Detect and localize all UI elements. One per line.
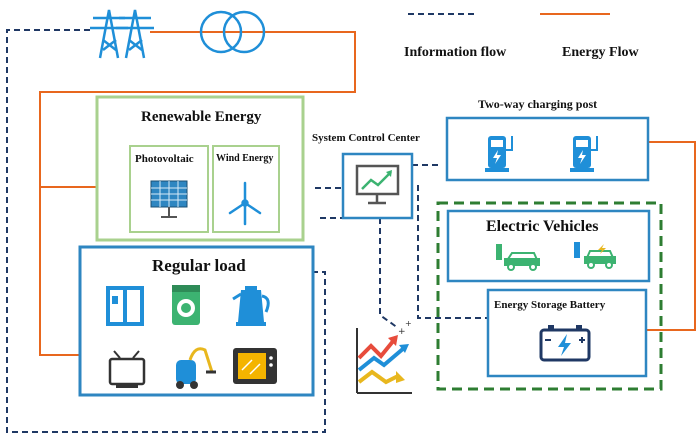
charging-post-title: Two-way charging post bbox=[478, 97, 598, 111]
legend-energy-flow: Energy Flow bbox=[562, 45, 639, 60]
battery-icon bbox=[539, 325, 591, 362]
wind-energy-label: Wind Energy bbox=[216, 153, 274, 164]
energy-flow-lines bbox=[39, 13, 696, 356]
energy-storage-title: Energy Storage Battery bbox=[494, 299, 606, 311]
transformer-icon bbox=[199, 10, 266, 54]
svg-text:+: + bbox=[405, 319, 412, 328]
regular-load-box bbox=[78, 245, 315, 397]
wind-energy-box bbox=[212, 145, 280, 233]
control-center-title: System Control Center bbox=[312, 132, 420, 144]
legend-information-flow: Information flow bbox=[404, 45, 507, 60]
ev-storage-group bbox=[436, 201, 663, 391]
electric-vehicles-title: Electric Vehicles bbox=[486, 218, 599, 235]
wind-turbine-icon bbox=[228, 181, 262, 226]
ev-charging-icon bbox=[574, 242, 616, 269]
info-flow-lines bbox=[6, 13, 488, 433]
svg-text:+: + bbox=[398, 327, 406, 337]
charging-station-icon bbox=[570, 136, 598, 172]
regular-load-title: Regular load bbox=[152, 256, 246, 275]
charging-station-icon bbox=[485, 136, 513, 172]
trend-arrows-icon: + + bbox=[356, 319, 412, 394]
ev-charging-icon bbox=[496, 244, 540, 271]
washing-machine-icon bbox=[172, 285, 200, 325]
kettle-icon bbox=[232, 286, 270, 326]
monitor-chart-icon bbox=[355, 164, 400, 205]
renewable-energy-title: Renewable Energy bbox=[141, 109, 262, 125]
renewable-energy-box bbox=[95, 95, 305, 242]
solar-panel-icon bbox=[150, 180, 188, 218]
photovoltaic-box bbox=[129, 145, 209, 233]
power-tower-icon bbox=[90, 9, 154, 59]
fridge-icon bbox=[106, 286, 144, 326]
microwave-icon bbox=[233, 348, 277, 384]
charging-post-box bbox=[445, 116, 650, 182]
tv-icon bbox=[108, 350, 146, 388]
vacuum-icon bbox=[176, 347, 216, 389]
electric-vehicles-box bbox=[446, 209, 651, 283]
control-center-box bbox=[341, 152, 414, 220]
photovoltaic-label: Photovoltaic bbox=[135, 153, 194, 165]
energy-storage-box bbox=[486, 288, 648, 378]
